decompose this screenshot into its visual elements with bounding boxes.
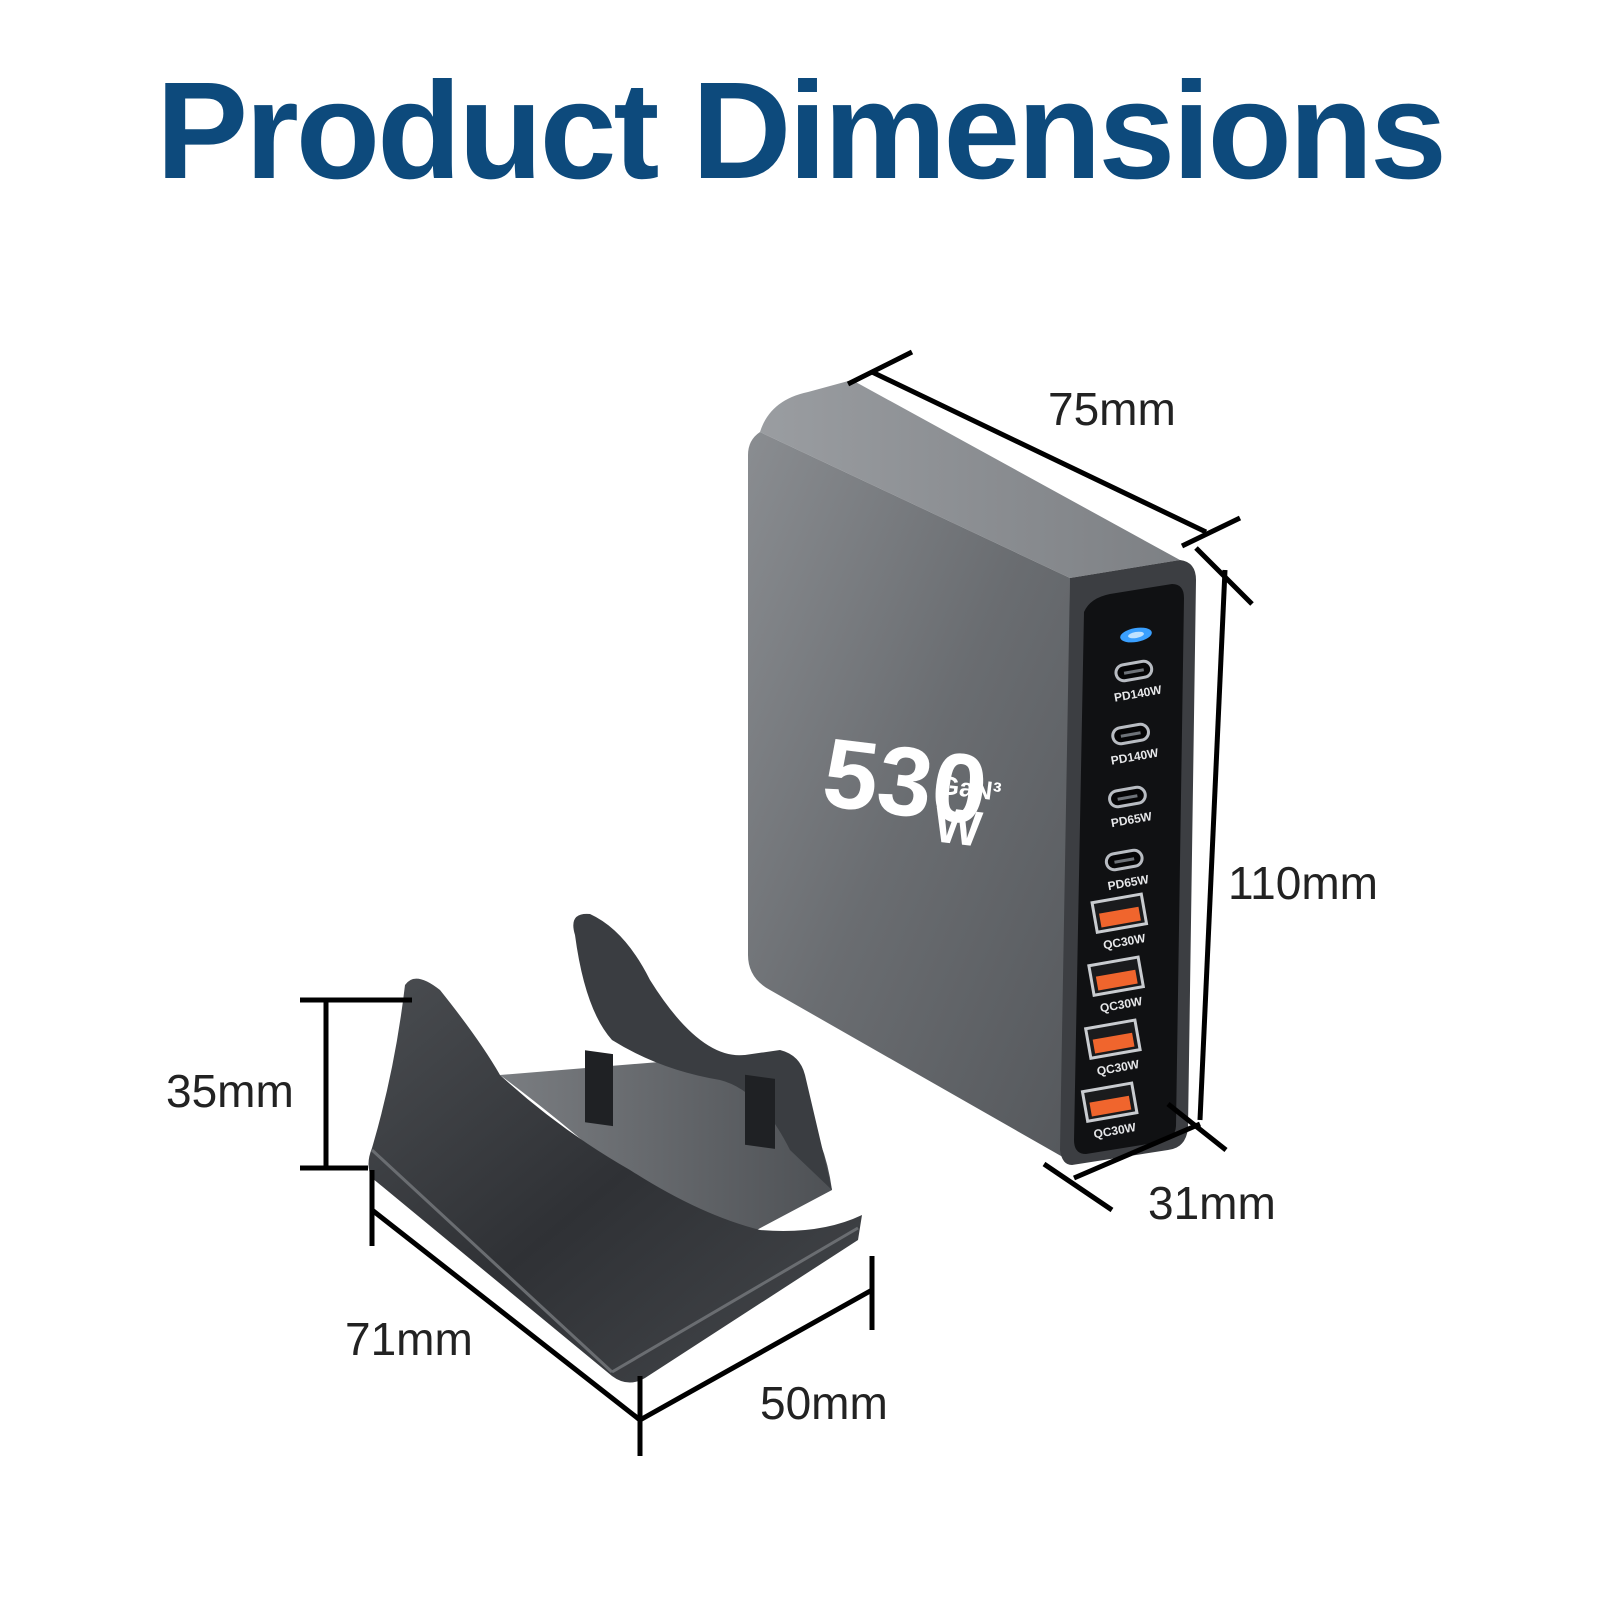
dimension-height-label: 110mm [1228, 857, 1378, 909]
charger: PD140WPD140WPD65WPD65WQC30WQC30WQC30WQC3… [748, 380, 1196, 1165]
page-title: Product Dimensions [156, 54, 1447, 208]
stand-front-wall [368, 978, 862, 1383]
charger-port-panel [1074, 584, 1184, 1154]
charger-side-face [748, 432, 1070, 1160]
dimension-width-label: 75mm [1048, 383, 1176, 435]
stand-tab-back [585, 1050, 613, 1127]
brand-number: 530 [817, 717, 993, 846]
dimension-stand-length-label: 71mm [345, 1313, 473, 1365]
stand [368, 913, 862, 1383]
dimension-lines [300, 349, 1254, 1456]
charger-top-face [760, 380, 1180, 578]
dimension-depth-label: 31mm [1148, 1177, 1276, 1229]
stand-back-wall [573, 913, 832, 1190]
dimension-stand-width-label: 50mm [760, 1377, 888, 1429]
brand-mark: 530 GaN³ W [817, 717, 1003, 858]
brand-unit: W [931, 796, 985, 857]
stand-tab-front [745, 1074, 775, 1149]
dimension-stand-height-label: 35mm [166, 1065, 294, 1117]
